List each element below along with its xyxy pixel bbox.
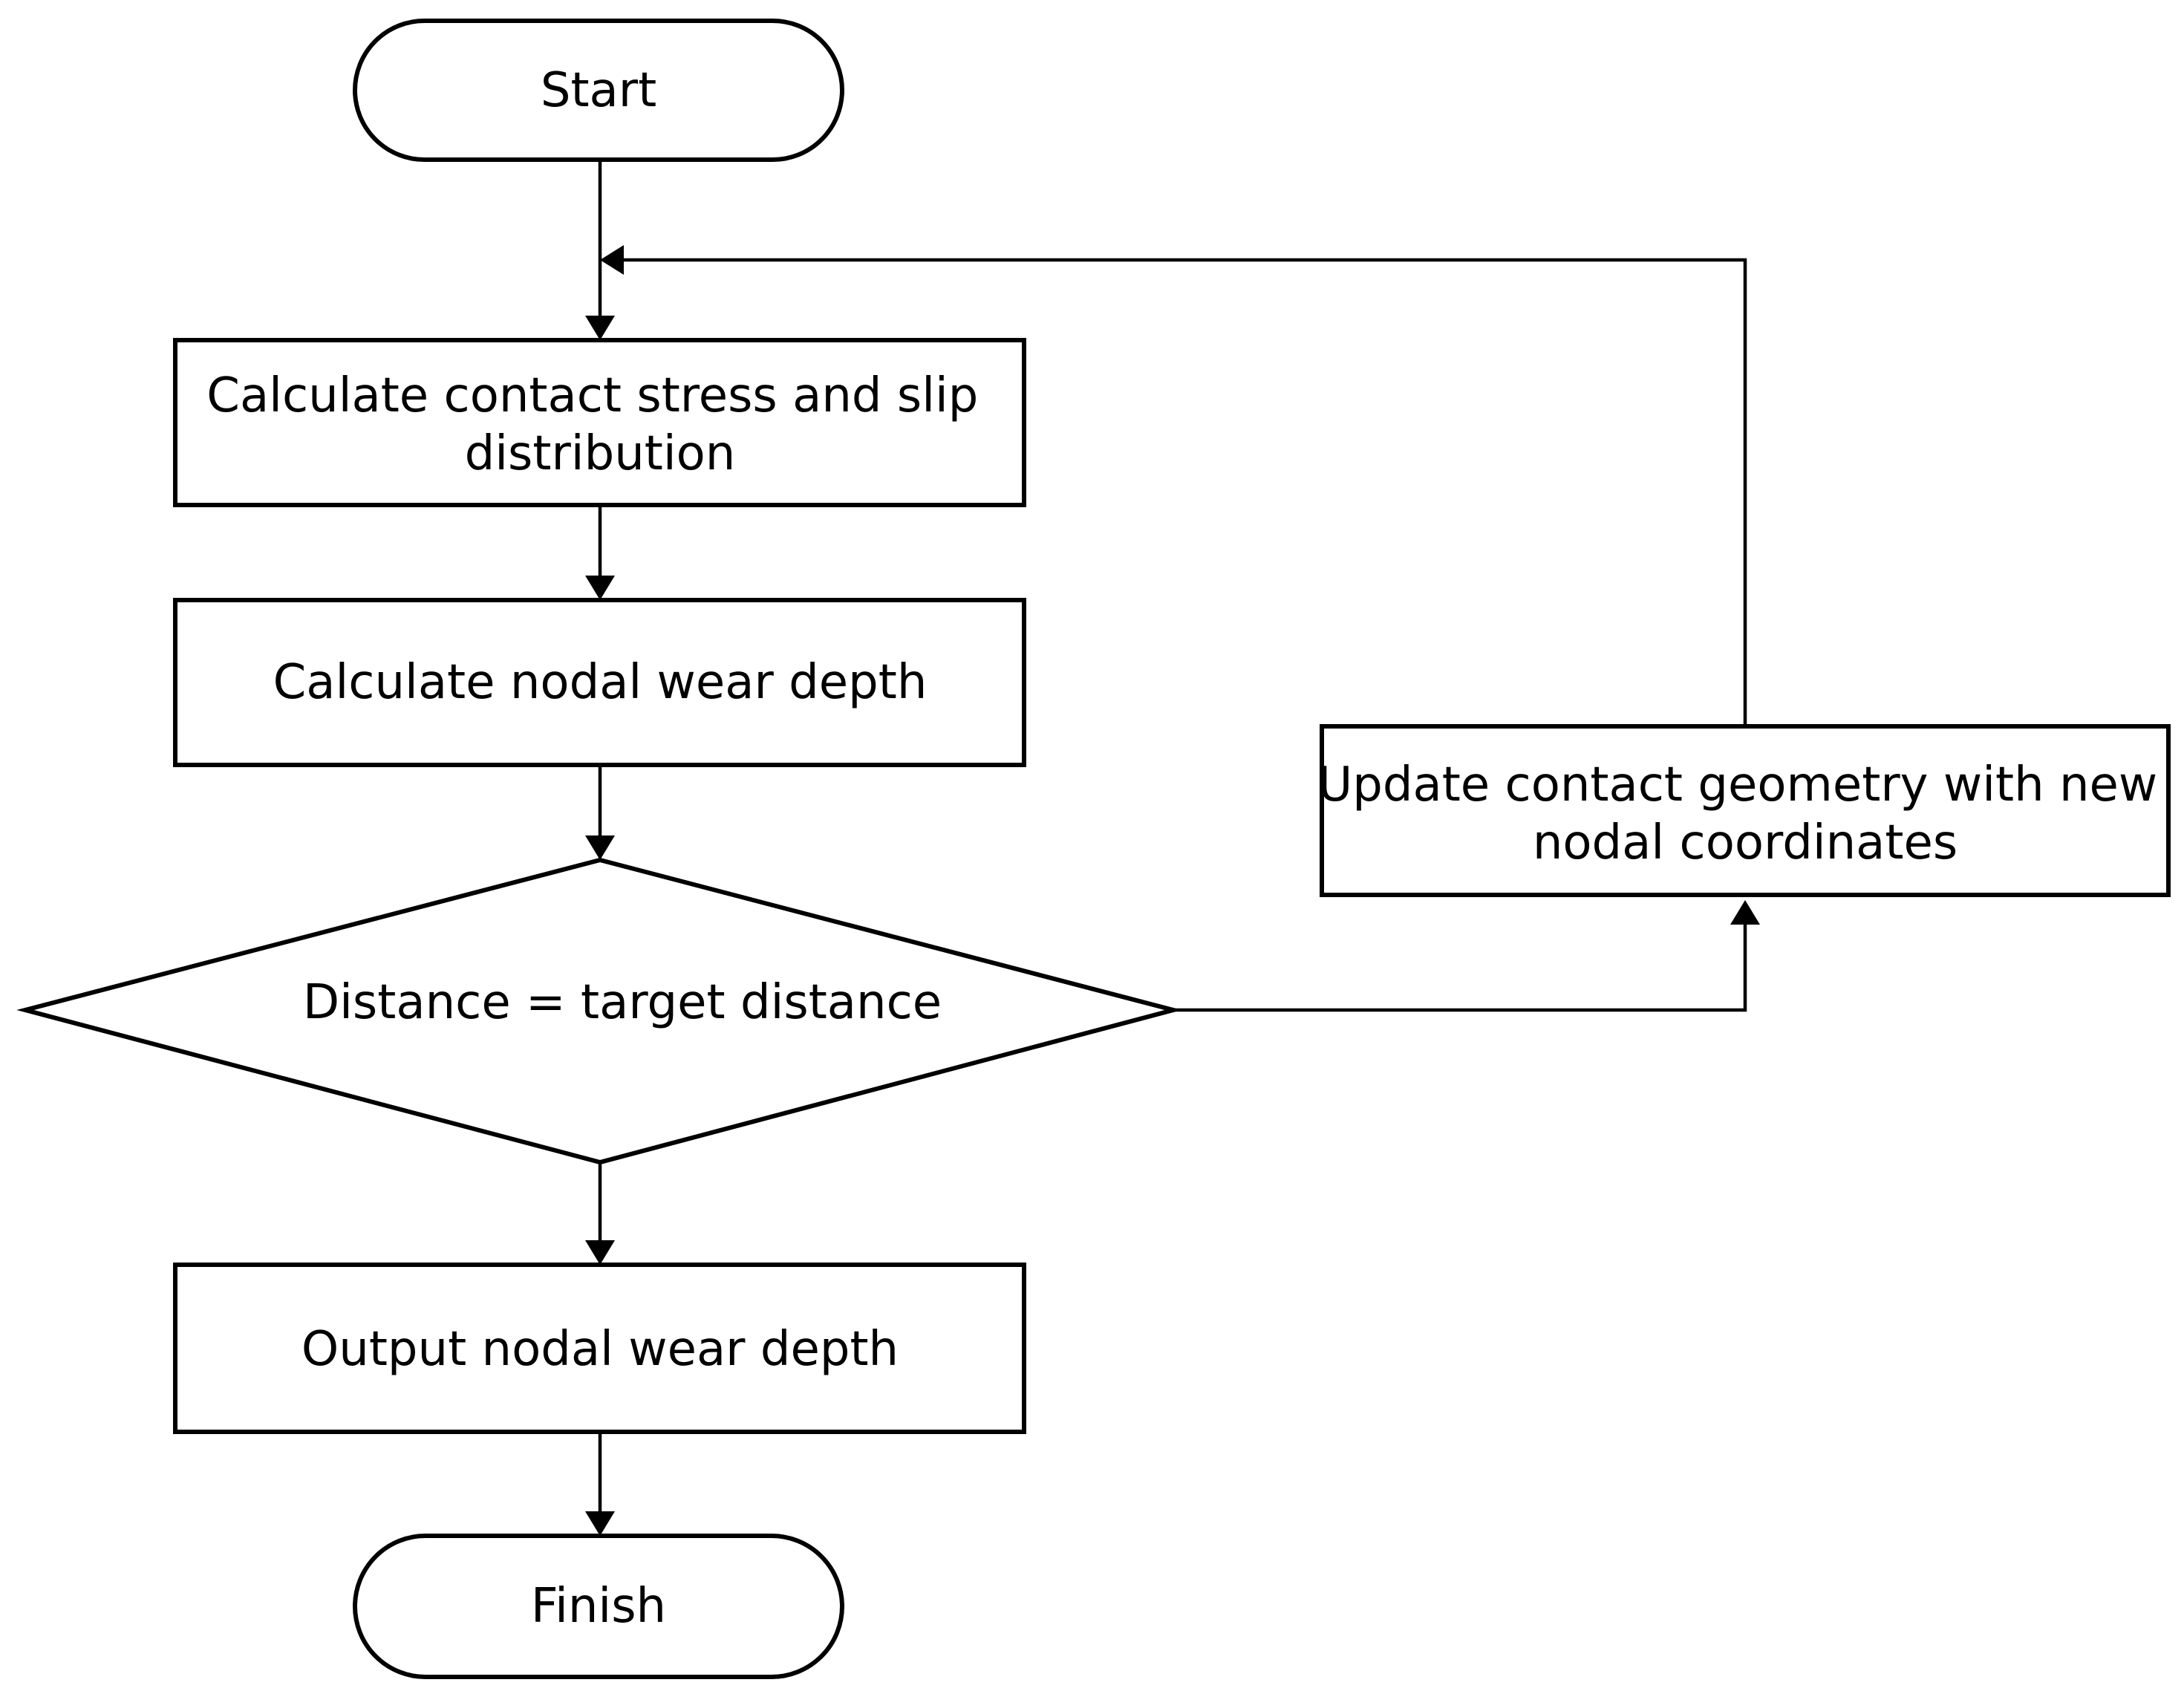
arrowhead-into-wear (585, 576, 615, 600)
arrowhead-into-decision (585, 835, 615, 860)
decision-label: Distance = target distance (303, 975, 942, 1030)
distance-decision-diamond (16, 857, 1182, 1165)
arrowhead-loop-merge (600, 245, 624, 275)
connector-decision-to-update (1173, 925, 1747, 1012)
arrowhead-into-update (1730, 900, 1760, 925)
start-terminator (353, 19, 844, 162)
calc-stress-label-line2: distribution (465, 426, 736, 481)
finish-terminator (353, 1534, 844, 1679)
calc-stress-label: Calculate contact stress and slip distri… (206, 368, 993, 481)
output-label: Output nodal wear depth (301, 1322, 899, 1377)
calc-stress-process-box (173, 338, 1026, 507)
calc-stress-label-line1: Calculate contact stress and slip (206, 368, 978, 423)
update-geometry-label: Update contact geometry with new nodal c… (1317, 758, 2172, 870)
output-process-box (173, 1263, 1026, 1434)
arrowhead-into-stress (585, 316, 615, 340)
update-geometry-label-line2: nodal coordinates (1533, 815, 1958, 870)
update-geometry-label-line1: Update contact geometry with new (1317, 758, 2157, 812)
calc-wear-label: Calculate nodal wear depth (273, 655, 928, 710)
finish-label: Finish (531, 1579, 666, 1634)
calc-wear-process-box (173, 598, 1026, 767)
arrowhead-into-finish (585, 1511, 615, 1536)
connector-update-loop-back (624, 258, 1747, 726)
arrowhead-into-output (585, 1240, 615, 1265)
start-label: Start (541, 63, 656, 118)
update-geometry-process-box (1320, 724, 2171, 897)
